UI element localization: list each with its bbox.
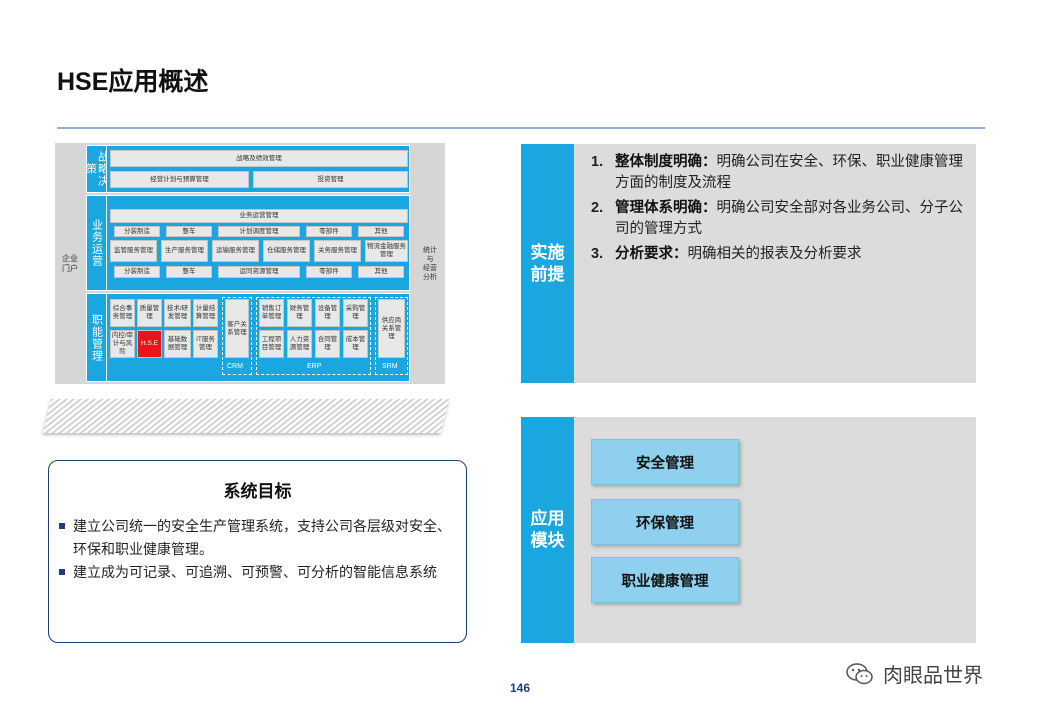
page-number: 146	[509, 681, 531, 695]
crm-label: CRM	[227, 363, 243, 370]
premise-num: 2.	[591, 200, 604, 216]
premise-text: 明确公司安全部对各业务公司、分子公司的管理方式	[615, 200, 963, 237]
watermark-text: 肉眼品世界	[883, 665, 983, 687]
arch-box: 内控/审计与风险	[110, 330, 135, 358]
arch-box: 仓储服务管理	[263, 240, 310, 262]
arch-box: 整车	[166, 266, 212, 278]
arch-box: 战略及绩效管理	[110, 150, 408, 167]
arch-box: 计量结算管理	[193, 299, 218, 327]
arch-box: 生产服务管理	[161, 240, 208, 262]
page-title: HSE应用概述	[57, 68, 209, 96]
arch-box: 零部件	[306, 226, 352, 237]
statistics-analysis: 统计 与 经营 分析	[415, 143, 445, 384]
premise-num: 3.	[591, 246, 604, 262]
premise-text: 明确公司在安全、环保、职业健康管理方面的制度及流程	[615, 154, 963, 191]
srm-group	[375, 297, 408, 375]
premise-panel: 实施 前提 1. 整体制度明确：明确公司在安全、环保、职业健康管理方面的制度及流…	[521, 144, 976, 383]
watermark: 肉眼品世界	[845, 659, 983, 688]
arch-box: 质量管理	[137, 299, 162, 327]
srm-label: SRM	[382, 363, 398, 370]
goal-item-text: 建立成为可记录、可追溯、可预警、可分析的智能信息系统	[73, 564, 437, 580]
module-occupational-health: 职业健康管理	[591, 557, 739, 603]
arch-box: 成本管理	[343, 330, 368, 358]
erp-label: ERP	[307, 363, 322, 370]
arch-box: 其他	[358, 266, 404, 278]
band-operations-label: 业务运营	[87, 196, 106, 290]
hse-box: H.S.E	[137, 330, 162, 358]
goal-item-text: 建立公司统一的安全生产管理系统，支持公司各层级对安全、环保和职业健康管理。	[73, 518, 451, 557]
arch-box: 关务服务管理	[314, 240, 361, 262]
system-goal-box: 系统目标 建立公司统一的安全生产管理系统，支持公司各层级对安全、环保和职业健康管…	[48, 460, 467, 643]
title-divider	[57, 127, 985, 129]
wechat-icon	[846, 662, 873, 684]
premise-num: 1.	[591, 154, 604, 170]
arch-box: IT服务管理	[193, 330, 218, 358]
arch-box: 工程项目管理	[259, 330, 284, 358]
arch-box: 财务管理	[287, 299, 312, 327]
arch-box: 销售订单管理	[259, 299, 284, 327]
premise-head: 分析要求：	[615, 246, 688, 262]
modules-label: 应用 模块	[521, 417, 574, 643]
crm-group	[222, 297, 252, 375]
arch-box: 供应商关系管理	[378, 299, 405, 358]
arch-box: 运输服务管理	[212, 240, 259, 262]
premise-head: 整体制度明确：	[615, 154, 717, 170]
module-environment: 环保管理	[591, 499, 739, 545]
premise-head: 管理体系明确：	[615, 200, 717, 216]
band-functions-label: 职能管理	[87, 294, 106, 381]
arch-box: 整车	[166, 226, 212, 237]
erp-group	[256, 297, 371, 375]
band-strategy: 战略决策 战略及绩效管理 经营计划与预算管理 投资管理	[85, 145, 410, 193]
band-functions: 职能管理 综合事务管理 质量管理 技术/研发管理 计量结算管理 内控/审计与风险…	[86, 293, 410, 382]
modules-panel: 应用 模块 安全管理 环保管理 职业健康管理	[521, 417, 976, 643]
arch-box: 物流金融服务管理	[365, 240, 408, 262]
hatched-base	[42, 399, 450, 433]
module-safety: 安全管理	[591, 439, 739, 485]
enterprise-portal: 企业 门户	[55, 143, 85, 384]
premise-text: 明确相关的报表及分析要求	[687, 246, 862, 262]
arch-box: 零部件	[306, 266, 352, 278]
arch-box: 基础数据管理	[164, 330, 191, 358]
bullet-icon	[59, 523, 65, 529]
arch-box: 其他	[358, 226, 404, 237]
premise-item: 3. 分析要求：明确相关的报表及分析要求	[591, 244, 971, 265]
band-operations: 业务运营 业务运营管理 分装制造 整车 计划调度管理 零部件 其他 监管服务管理…	[86, 195, 410, 291]
arch-box: 计划调度管理	[218, 226, 300, 237]
premise-label: 实施 前提	[521, 144, 574, 383]
goal-item: 建立成为可记录、可追溯、可预警、可分析的智能信息系统	[59, 561, 459, 584]
bullet-icon	[59, 569, 65, 575]
premise-item: 2. 管理体系明确：明确公司安全部对各业务公司、分子公司的管理方式	[591, 198, 971, 240]
goal-item: 建立公司统一的安全生产管理系统，支持公司各层级对安全、环保和职业健康管理。	[59, 515, 459, 561]
arch-box: 采购管理	[343, 299, 368, 327]
arch-box: 合同管理	[315, 330, 340, 358]
arch-box: 经营计划与预算管理	[110, 171, 249, 188]
goal-title: 系统目标	[223, 482, 292, 501]
arch-box: 业务运营管理	[110, 209, 408, 223]
architecture-diagram: 企业 门户 统计 与 经营 分析 战略决策 战略及绩效管理 经营计划与预算管理 …	[55, 143, 445, 384]
premise-item: 1. 整体制度明确：明确公司在安全、环保、职业健康管理方面的制度及流程	[591, 152, 971, 194]
arch-box: 投资管理	[253, 171, 408, 188]
arch-box: 综合事务管理	[110, 299, 135, 327]
arch-box: 人力资源管理	[287, 330, 312, 358]
arch-box: 运同资源管理	[218, 266, 300, 278]
band-strategy-label: 战略决策	[85, 146, 109, 192]
arch-box: 分装制造	[114, 226, 160, 237]
arch-box: 分装制造	[114, 266, 160, 278]
arch-box: 设备管理	[315, 299, 340, 327]
arch-box: 技术/研发管理	[164, 299, 191, 327]
arch-box: 监管服务管理	[110, 240, 157, 262]
arch-box: 客户关系管理	[225, 299, 249, 358]
